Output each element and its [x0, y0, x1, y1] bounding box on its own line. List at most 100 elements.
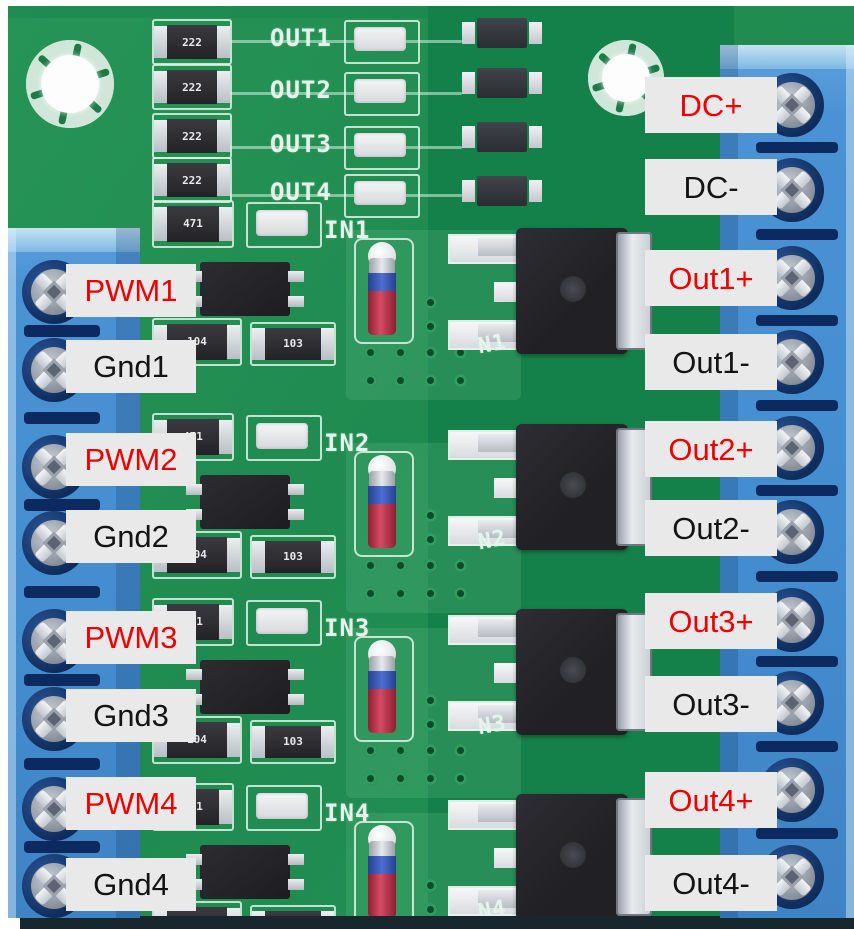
pin-label-gnd2: Gnd2: [66, 510, 196, 563]
terminal-edge-highlight: [8, 228, 16, 918]
via: [364, 374, 377, 387]
via: [424, 374, 437, 387]
terminal-groove: [24, 499, 100, 511]
via: [424, 320, 437, 333]
via: [364, 772, 377, 785]
via: [454, 374, 467, 387]
led-body: [354, 133, 406, 157]
pin-label-dc-minus: DC-: [645, 159, 777, 215]
via: [424, 903, 437, 916]
led-body: [354, 79, 406, 103]
led-body: [256, 423, 308, 449]
led-indicator: [246, 600, 322, 646]
mosfet: [516, 424, 628, 550]
opto-lead: [288, 296, 304, 307]
mosfet: [516, 794, 628, 920]
via: [424, 509, 437, 522]
terminal-groove: [24, 841, 100, 853]
diode-outline: [354, 451, 414, 557]
led-indicator: [344, 174, 420, 218]
axial-diode: [368, 471, 396, 548]
axial-diode: [368, 841, 396, 918]
led-indicator: [246, 415, 322, 461]
opto-lead: [288, 509, 304, 520]
led-body: [256, 608, 308, 634]
pin-label-out3-minus: Out3-: [645, 676, 777, 732]
copper-pour: [8, 6, 428, 18]
mosfet-center-pad: [494, 848, 518, 868]
mosfet-center-pad: [494, 663, 518, 683]
mosfet-lead: [478, 324, 524, 342]
terminal-groove: [756, 571, 838, 582]
smd-resistor-222: 222: [152, 113, 232, 159]
diode-outline: [354, 636, 414, 742]
smd-resistor-222: 222: [152, 157, 232, 203]
pin-label-pwm1: PWM1: [66, 264, 196, 317]
via: [424, 559, 437, 572]
via: [454, 559, 467, 572]
pin-label-pwm4: PWM4: [66, 777, 196, 830]
pin-label-gnd3: Gnd3: [66, 689, 196, 742]
mosfet-lead: [478, 804, 524, 822]
via: [364, 346, 377, 359]
terminal-top-face: [8, 228, 140, 252]
terminal-groove: [756, 485, 838, 496]
opto-lead: [288, 694, 304, 705]
optocoupler: [186, 660, 304, 714]
pin-label-dc-plus: DC+: [645, 77, 777, 133]
terminal-groove: [24, 674, 100, 686]
terminal-groove: [24, 758, 100, 770]
led-body: [256, 793, 308, 819]
via: [364, 559, 377, 572]
silkscreen-out1: OUT1: [270, 24, 332, 52]
smd-resistor-222: 222: [152, 64, 232, 110]
via: [424, 346, 437, 359]
opto-lead: [186, 484, 202, 495]
led-indicator: [344, 126, 420, 170]
pin-label-gnd1: Gnd1: [66, 340, 196, 393]
mosfet-lead: [478, 520, 524, 538]
photo-bottom-shadow: [20, 916, 854, 929]
via: [454, 744, 467, 757]
pin-label-out4-plus: Out4+: [645, 772, 777, 828]
via: [424, 587, 437, 600]
led-indicator: [344, 20, 420, 64]
via: [394, 346, 407, 359]
via: [364, 587, 377, 600]
via: [394, 744, 407, 757]
terminal-groove: [756, 315, 838, 326]
opto-lead: [288, 879, 304, 890]
opto-lead: [186, 669, 202, 680]
pin-label-out3-plus: Out3+: [645, 593, 777, 649]
led-body: [256, 210, 308, 236]
pin-label-out1-plus: Out1+: [645, 250, 777, 306]
via: [394, 559, 407, 572]
mosfet-logo: [560, 842, 586, 868]
terminal-groove: [756, 741, 838, 752]
mosfet-lead: [478, 619, 524, 637]
mosfet-logo: [560, 472, 586, 498]
pin-label-pwm2: PWM2: [66, 433, 196, 486]
pin-label-out2-plus: Out2+: [645, 421, 777, 477]
mosfet-lead: [478, 434, 524, 452]
via: [454, 772, 467, 785]
terminal-groove: [756, 400, 838, 411]
pin-label-out4-minus: Out4-: [645, 855, 777, 911]
pcb-trace: [230, 146, 462, 149]
terminal-edge-highlight: [846, 45, 854, 918]
smd-resistor-471: 471: [152, 200, 234, 248]
mosfet-lead: [478, 890, 524, 908]
smd-diode: [462, 174, 546, 208]
opto-lead: [288, 484, 304, 495]
smd-resistor-103: 103: [250, 322, 336, 366]
via: [424, 533, 437, 546]
optocoupler: [186, 845, 304, 899]
axial-diode: [368, 656, 396, 733]
pin-label-out1-minus: Out1-: [645, 334, 777, 390]
hole-core: [41, 55, 99, 113]
silkscreen-n2: N2: [476, 525, 509, 556]
mosfet-lead: [478, 705, 524, 723]
mosfet-center-pad: [494, 478, 518, 498]
via: [424, 744, 437, 757]
